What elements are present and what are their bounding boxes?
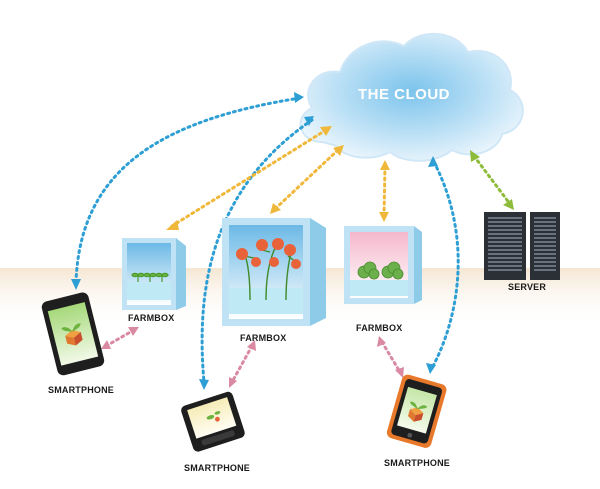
farmbox-link-arrowheads (166, 126, 390, 230)
farmbox-label-middle: FARMBOX (240, 333, 287, 343)
link-cloud-farmbox-middle (274, 148, 340, 210)
smartphone-icon (386, 374, 447, 448)
cloud-links (74, 96, 460, 384)
server-rack-icon (484, 212, 560, 280)
cloud-link-arrowheads (71, 92, 438, 390)
farmbox-label-left: FARMBOX (128, 313, 175, 323)
link-farmbox-smartphone-left (104, 328, 136, 348)
farmbox-icon (222, 218, 326, 326)
smartphone-label-right: SMARTPHONE (384, 458, 451, 468)
farmbox-label-right: FARMBOX (356, 323, 403, 333)
lettuce-icon (357, 261, 404, 280)
server-label: SERVER (508, 282, 547, 292)
phone-link-arrowheads (101, 327, 404, 388)
link-farmbox-smartphone-right (380, 340, 402, 374)
smartphone-icon (181, 391, 245, 452)
link-cloud-smartphone-right (430, 160, 460, 370)
link-cloud-smartphone-left (74, 96, 302, 284)
smartphone-label-middle: SMARTPHONE (184, 463, 251, 473)
seedling-icon (131, 272, 169, 282)
farmbox-icon (344, 226, 422, 304)
link-cloud-farmbox-right (382, 164, 387, 218)
link-farmbox-smartphone-middle (230, 344, 254, 384)
farmbox-links (170, 128, 387, 228)
tomato-plant-icon (236, 238, 301, 301)
link-cloud-farmbox-left (170, 128, 328, 228)
smartphone-label-left: SMARTPHONE (48, 385, 115, 395)
server-link (472, 154, 512, 206)
farmbox-icon (122, 238, 186, 310)
smartphone-icon (41, 292, 105, 376)
cloud-icon (299, 33, 524, 162)
cloud-title: THE CLOUD (358, 86, 450, 103)
phone-links (104, 328, 402, 384)
server-link-arrowheads (470, 150, 514, 210)
link-cloud-smartphone-middle (200, 118, 314, 384)
